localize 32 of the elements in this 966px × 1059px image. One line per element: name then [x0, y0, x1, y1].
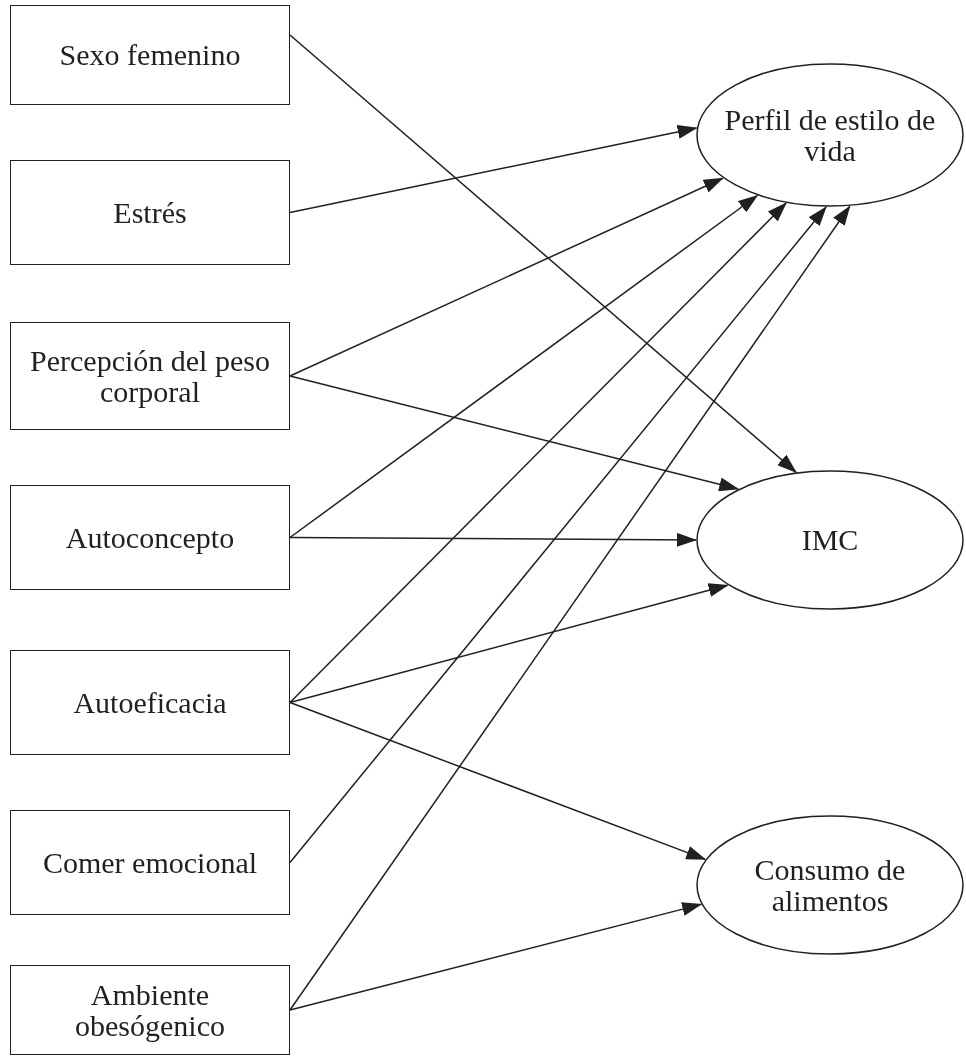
node-label: Ambiente obesógenico: [74, 978, 226, 1042]
arrow: [289, 177, 724, 377]
arrow: [289, 125, 698, 214]
construct-ellipse: [696, 63, 964, 207]
construct-ellipse: [696, 815, 964, 955]
node-label: Autoeficacia: [72, 686, 228, 719]
node-label: Estrés: [112, 196, 188, 229]
node-label: Perfil de estilo de vida: [723, 103, 937, 167]
node-label: Sexo femenino: [58, 39, 242, 71]
node-label: Consumo de alimentos: [753, 853, 907, 917]
variable-box: [10, 810, 290, 915]
arrow: [289, 532, 697, 547]
arrow: [289, 206, 827, 864]
variable-box: [10, 485, 290, 590]
variable-box: [10, 5, 290, 105]
arrow: [289, 583, 729, 704]
node-label: Autoconcepto: [64, 521, 236, 554]
node-label: Comer emocional: [41, 846, 259, 879]
variable-box: [10, 965, 290, 1055]
node-label: Percepción del peso corporal: [29, 344, 271, 408]
arrow: [289, 205, 851, 1011]
arrow: [289, 34, 797, 473]
arrow: [289, 902, 703, 1011]
variable-box: [10, 322, 290, 430]
arrow: [289, 701, 707, 861]
node-label: IMC: [800, 524, 860, 556]
arrow: [289, 194, 759, 539]
construct-ellipse: [696, 470, 964, 610]
arrow: [289, 202, 787, 704]
variable-box: [10, 160, 290, 265]
variable-box: [10, 650, 290, 755]
arrow: [289, 375, 740, 492]
